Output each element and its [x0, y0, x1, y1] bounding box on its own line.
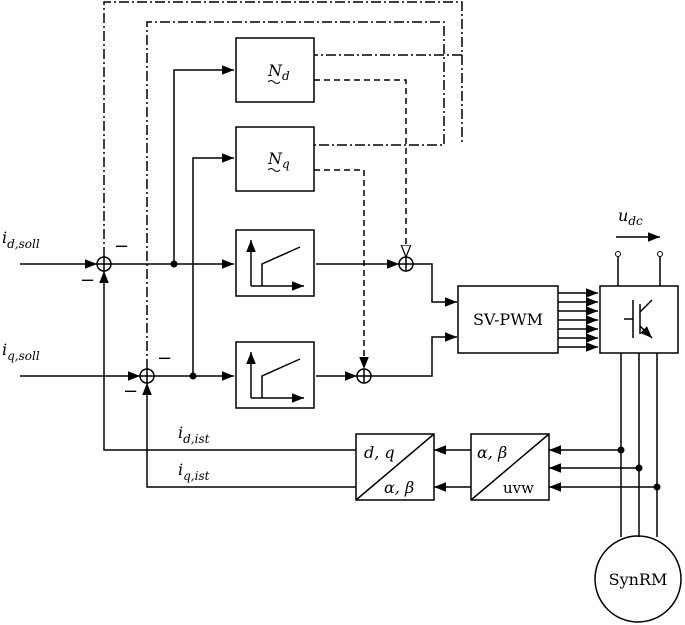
id-soll-label: id,soll: [2, 228, 40, 251]
udc-label: udc: [618, 206, 643, 228]
pwm-signal-lines: [558, 288, 598, 352]
svpwm-label: SV-PWM: [473, 310, 543, 329]
decoupling-block-q: [235, 126, 315, 192]
decoupling-block-d: [235, 37, 315, 103]
motor-label: SynRM: [609, 570, 668, 589]
minus-q-left: −: [123, 381, 138, 402]
pi-controller-q: [235, 341, 315, 409]
ab-top-label: α, β: [477, 443, 507, 462]
junction-dots: [170, 260, 661, 491]
inverter-block: [599, 285, 679, 354]
igbt-icon: [624, 299, 653, 339]
sum-junction-q: [139, 368, 155, 384]
nd-label: Nd: [267, 61, 290, 84]
sum-junction-d-out: [398, 256, 414, 272]
sum-junction-q-out: [356, 368, 372, 384]
svg-text:Nq: Nq: [267, 149, 290, 171]
ab-bottom-label: uvw: [503, 479, 534, 497]
iq-ist-label: iq,ist: [178, 460, 210, 483]
dq-bottom-label: α, β: [384, 478, 414, 497]
minus-q-top: −: [157, 348, 172, 369]
svg-text:Nd: Nd: [267, 61, 290, 83]
pi-icon-d: [246, 240, 304, 291]
minus-d-top: −: [114, 236, 129, 257]
id-ist-label: id,ist: [178, 423, 210, 446]
pi-icon-q: [246, 352, 304, 403]
motor-circle: [594, 535, 682, 623]
iq-soll-label: iq,soll: [2, 340, 40, 363]
minus-d-left: −: [80, 270, 95, 291]
dq-top-label: d, q: [364, 443, 395, 462]
dq-transform-block: [355, 433, 435, 501]
sum-junction-d: [96, 256, 112, 272]
pi-controller-d: [235, 229, 315, 297]
nq-label: Nq: [267, 149, 290, 172]
